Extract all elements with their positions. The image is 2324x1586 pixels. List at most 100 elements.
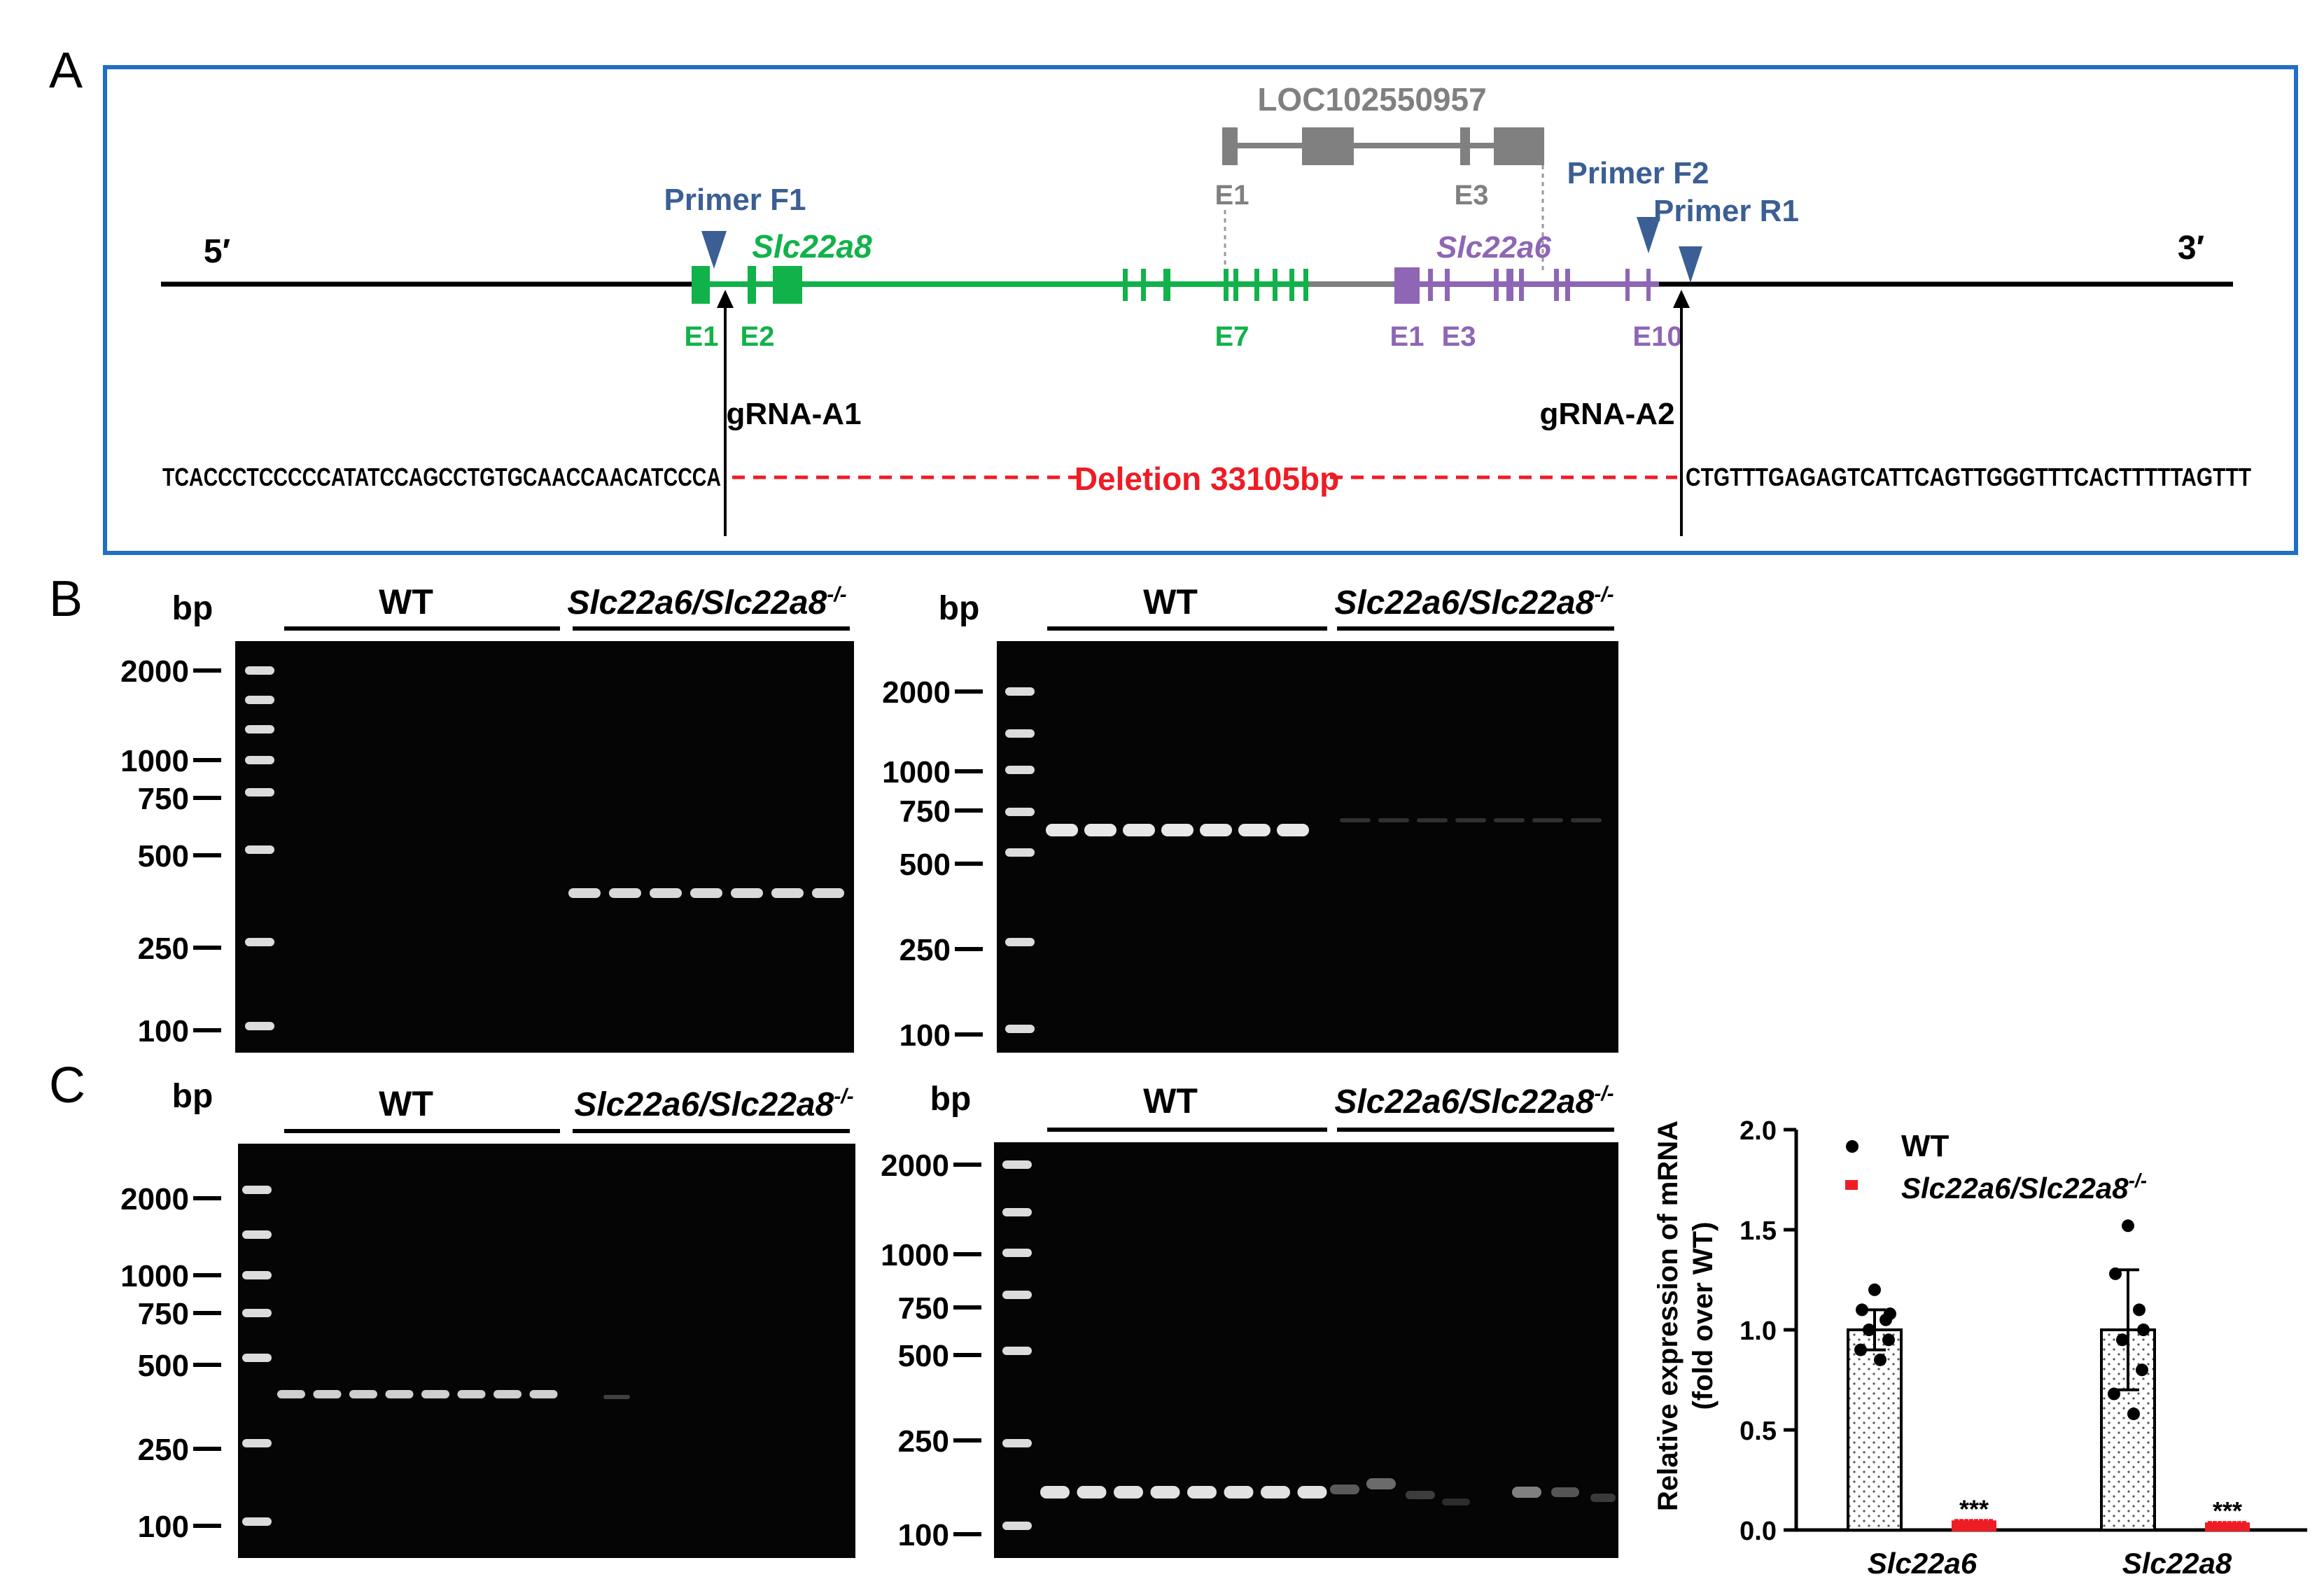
point-wt-Slc22a6 — [1882, 1333, 1895, 1347]
b1-ladder-band — [245, 788, 274, 796]
chart-ytick-label: 0.5 — [1740, 1417, 1777, 1446]
b1-marker-label: 2000 — [120, 654, 189, 689]
b2-ladder-band — [1005, 687, 1035, 696]
slc22a6-e10-label: E10 — [1632, 321, 1682, 352]
point-ko-Slc22a8 — [2213, 1521, 2217, 1526]
panel-a-border — [103, 65, 2298, 555]
point-wt-Slc22a8 — [2116, 1333, 2129, 1347]
point-ko-Slc22a6 — [1974, 1519, 1978, 1524]
c2-sample-band — [1187, 1486, 1217, 1499]
point-wt-Slc22a6 — [1874, 1353, 1886, 1366]
gel-b1-bp: bp — [172, 590, 214, 627]
b1-ladder-band — [245, 845, 274, 854]
b2-sample-band — [1084, 824, 1116, 836]
loc-e3-label: E3 — [1455, 180, 1489, 211]
b1-marker-label: 750 — [138, 782, 189, 816]
slc22a6-e1-label: E1 — [1390, 321, 1424, 352]
b2-ladder-band — [1005, 766, 1035, 774]
b2-sample-band — [1571, 818, 1602, 822]
b2-sample-band — [1494, 818, 1525, 822]
b2-marker-label: 750 — [899, 794, 951, 829]
three-prime-label: 3′ — [2178, 230, 2204, 267]
grna-markers: gRNA-A1 gRNA-A2 — [717, 290, 1690, 536]
c2-ladder-band — [1002, 1347, 1032, 1355]
point-ko-Slc22a6 — [1989, 1519, 1993, 1524]
loc-exon-4 — [1494, 127, 1544, 165]
b2-sample-band — [1277, 824, 1309, 836]
chart-ytick-label: 1.5 — [1740, 1216, 1777, 1246]
chart-ytick-label: 2.0 — [1740, 1116, 1777, 1146]
b2-ladder-band — [1005, 1025, 1035, 1033]
gel-b2-wt-label: WT — [1143, 582, 1198, 622]
legend-ko-label: Slc22a6/Slc22a8-/- — [1901, 1170, 2147, 1205]
chart-ylabel-line1: Relative expression of mRNA — [1653, 1121, 1684, 1511]
c2-marker-label: 500 — [898, 1339, 949, 1373]
c2-sample-band — [1040, 1486, 1070, 1499]
c1-sample-band — [313, 1390, 342, 1398]
c2-marker-label: 250 — [898, 1424, 949, 1459]
legend-wt-marker — [1846, 1140, 1858, 1153]
point-ko-Slc22a8 — [2218, 1521, 2222, 1526]
c2-sample-band — [1551, 1487, 1579, 1497]
chart-ytick-label: 0.0 — [1740, 1517, 1777, 1546]
point-wt-Slc22a8 — [2108, 1387, 2120, 1401]
gel-c1-wt-label: WT — [379, 1084, 433, 1123]
b2-sample-band — [1238, 824, 1270, 836]
chart-category-slc22a6: Slc22a6 — [1868, 1547, 1977, 1580]
point-wt-Slc22a8 — [2122, 1219, 2134, 1233]
gel-c1-bp: bp — [172, 1078, 214, 1115]
slc22a8-e1-label: E1 — [685, 321, 719, 352]
five-prime-label: 5′ — [204, 233, 230, 270]
b2-ladder-band — [1005, 729, 1035, 738]
b2-marker-label: 250 — [899, 933, 951, 967]
c1-sample-band — [277, 1390, 305, 1398]
sequence-right: CTGTTTGAGAGTCATTCAGTTGGGTTTCACTTTTTAGTTT — [1686, 463, 2251, 491]
c2-sample-band — [1150, 1486, 1180, 1499]
point-ko-Slc22a6 — [1954, 1519, 1959, 1524]
loc-exon-2 — [1302, 127, 1354, 165]
gel-c2-ko-label: Slc22a6/Slc22a8-/- — [1334, 1082, 1614, 1121]
b2-sample-band — [1455, 818, 1486, 822]
legend-ko-marker — [1845, 1180, 1858, 1190]
primers: Primer F1 Primer F2 Primer R1 — [664, 156, 1799, 283]
point-wt-Slc22a8 — [2136, 1363, 2148, 1377]
c2-ladder-band — [1002, 1160, 1032, 1169]
gel-c1-image — [238, 1144, 855, 1558]
c2-sample-band — [1366, 1478, 1396, 1489]
c2-sample-band — [1114, 1486, 1143, 1499]
primer-f1-arrowhead — [701, 231, 727, 269]
b1-ladder-band — [245, 1022, 274, 1030]
primer-f1-label: Primer F1 — [664, 183, 806, 217]
primer-r1-arrowhead — [1679, 246, 1702, 283]
c2-marker-label: 100 — [898, 1518, 949, 1552]
legend-wt-label: WT — [1901, 1129, 1949, 1163]
c1-marker-label: 250 — [138, 1433, 189, 1467]
b1-sample-band — [812, 888, 844, 898]
gel-c1-ko-label: Slc22a6/Slc22a8-/- — [574, 1085, 853, 1123]
b1-sample-band — [731, 888, 763, 898]
b1-marker-label: 100 — [138, 1014, 189, 1048]
gel-c1: bp WT Slc22a6/Slc22a8-/- 200010007505002… — [120, 1078, 855, 1558]
c1-ladder-band — [242, 1517, 272, 1526]
gel-b2: bp WT Slc22a6/Slc22a8-/- 200010007505002… — [882, 582, 1618, 1053]
b1-marker-label: 500 — [138, 839, 189, 873]
c2-sample-band — [1224, 1486, 1254, 1499]
primer-f2-arrowhead — [1637, 217, 1660, 253]
point-wt-Slc22a6 — [1884, 1307, 1896, 1321]
b2-sample-band — [1200, 824, 1232, 836]
c1-sample-band — [457, 1390, 486, 1398]
chart-ylabel-line2: (fold over WT) — [1688, 1222, 1718, 1410]
point-ko-Slc22a8 — [2232, 1521, 2236, 1526]
point-ko-Slc22a6 — [1979, 1519, 1983, 1524]
c2-sample-band — [1077, 1486, 1107, 1499]
b1-ladder-band — [245, 756, 274, 764]
c1-ladder-band — [242, 1230, 272, 1239]
b2-marker-label: 2000 — [882, 675, 951, 710]
b1-ladder-band — [245, 666, 274, 675]
b1-ladder-band — [245, 696, 274, 704]
b2-ladder-band — [1005, 848, 1035, 857]
point-ko-Slc22a8 — [2222, 1521, 2227, 1526]
c2-marker-label: 2000 — [881, 1149, 949, 1183]
sequence-left: TCACCCTCCCCCATATCCAGCCTGTGCAACCAACATCCCA — [162, 463, 721, 491]
point-ko-Slc22a8 — [2237, 1521, 2241, 1526]
